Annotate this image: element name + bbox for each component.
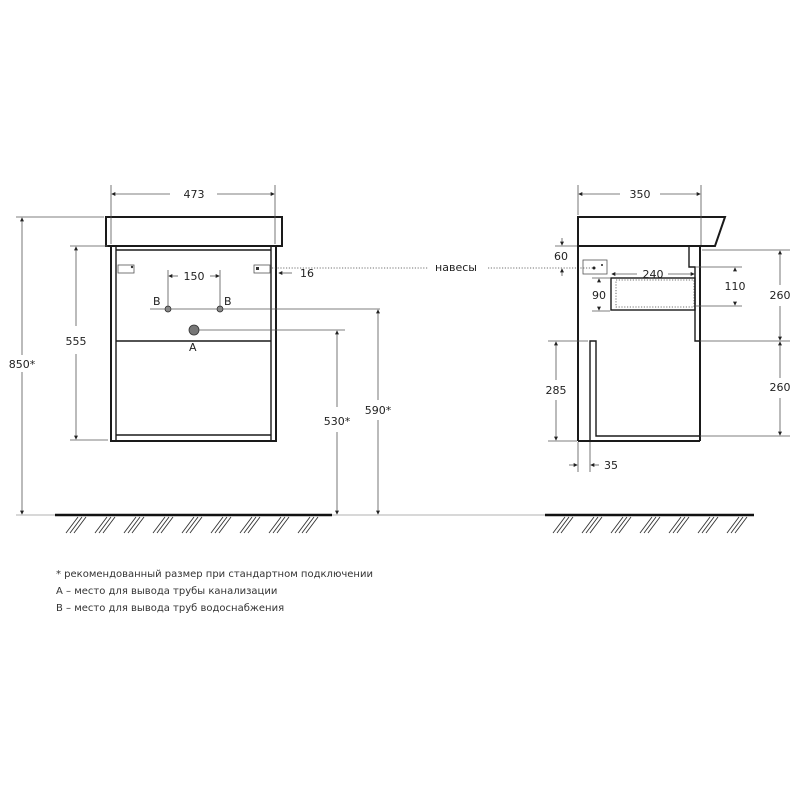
- panel-height-dimension: 285: [546, 384, 567, 397]
- shelf-height-dimension: 90: [592, 289, 606, 302]
- hinge-drop-dimension: 60: [554, 250, 568, 263]
- side-basin: [577, 216, 727, 440]
- note-recommended-size: * рекомендованный размер при стандартном…: [56, 569, 373, 580]
- b-marker-left: B: [153, 295, 161, 308]
- hinge-offset-dimension: 16: [300, 267, 314, 280]
- drain-height-dimension: 530*: [324, 415, 351, 428]
- a-marker: A: [189, 341, 197, 354]
- legend-notes: * рекомендованный размер при стандартном…: [56, 566, 373, 617]
- upper-section-dimension: 260: [770, 289, 791, 302]
- b-spacing-dimension: 150: [184, 270, 205, 283]
- floor-hatching-side: [552, 516, 748, 534]
- cabinet-height-dimension: 555: [66, 335, 87, 348]
- hinge-icon: [582, 259, 608, 275]
- hinges-callout: навесы: [272, 261, 595, 274]
- front-view: B B A 150 473 850* 555 16: [9, 185, 545, 534]
- note-drain-point: A – место для вывода трубы канализации: [56, 586, 278, 597]
- overall-height-dimension: 850*: [9, 358, 36, 371]
- hinges-label: навесы: [435, 261, 477, 274]
- front-width-dimension: 473: [184, 188, 205, 201]
- water-supply-point-icon: [216, 305, 224, 313]
- side-view: 350 60 240 90 110 260 260: [545, 185, 791, 534]
- hinge-icon: [253, 264, 271, 274]
- supply-height-dimension: 590*: [365, 404, 392, 417]
- shelf-depth-dimension: 240: [643, 268, 664, 281]
- side-lower-panel: [589, 340, 700, 441]
- water-supply-point-icon: [164, 305, 172, 313]
- side-depth-dimension: 350: [630, 188, 651, 201]
- hinge-icon: [117, 264, 135, 274]
- panel-thickness-dimension: 35: [604, 459, 618, 472]
- floor-hatching-front: [65, 516, 319, 534]
- b-marker-right: B: [224, 295, 232, 308]
- note-supply-point: B – место для вывода труб водоснабжения: [56, 603, 285, 614]
- drain-point-icon: [188, 324, 200, 336]
- front-cabinet: [110, 245, 277, 442]
- side-shelf: [610, 277, 696, 311]
- lower-section-dimension: 260: [770, 381, 791, 394]
- niche-height-dimension: 110: [725, 280, 746, 293]
- front-basin: [105, 216, 283, 247]
